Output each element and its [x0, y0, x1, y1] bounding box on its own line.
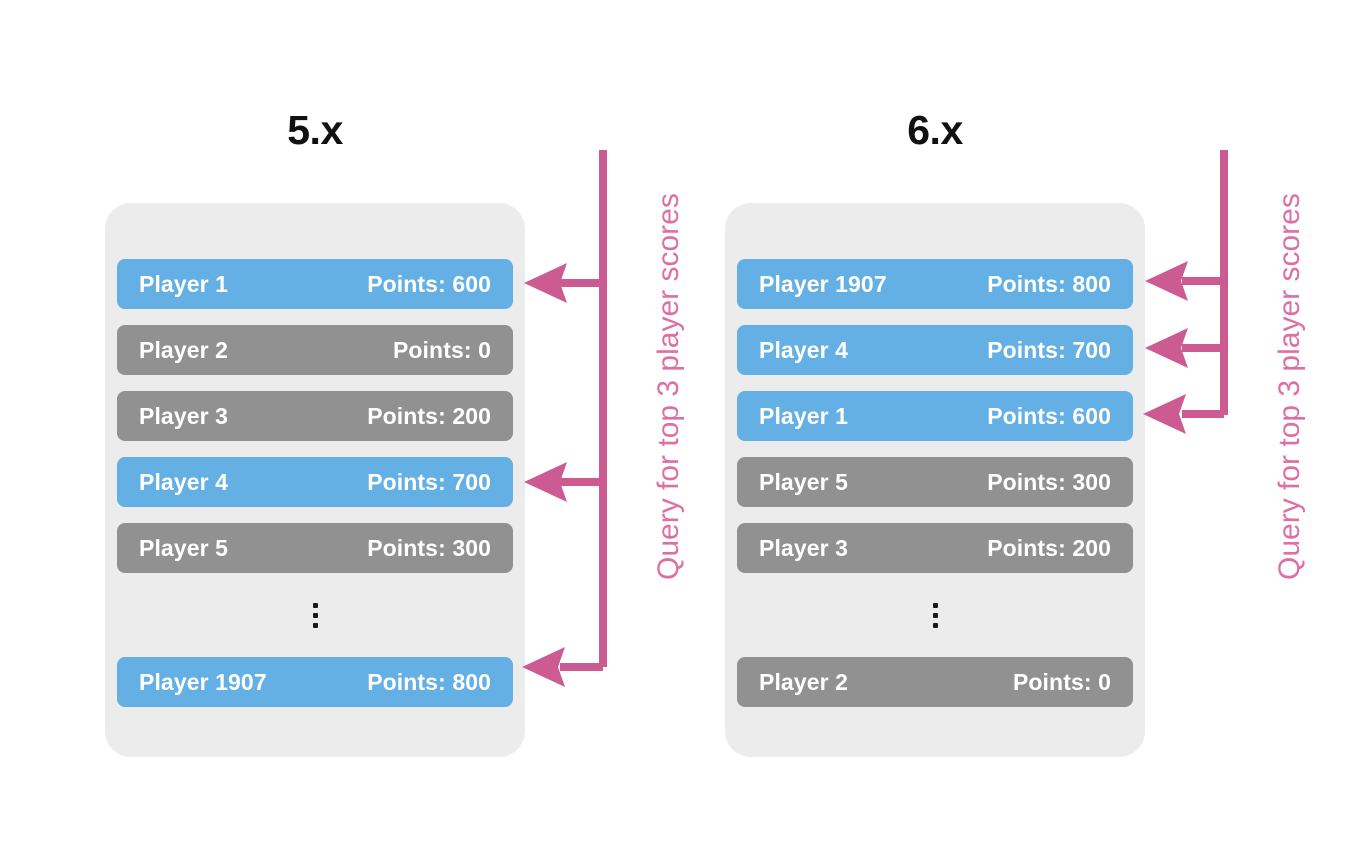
leaderboard-row[interactable]: Player 1907 Points: 800: [117, 657, 513, 707]
ellipsis-dot: [312, 612, 318, 618]
leaderboard-row[interactable]: Player 2 Points: 0: [737, 657, 1133, 707]
panel-version-6x: 6.x Player 1907 Points: 800 Player 4 Poi…: [725, 110, 1145, 757]
player-points: Points: 700: [987, 336, 1111, 363]
arrow-head-icon: [1145, 328, 1188, 368]
player-points: Points: 200: [367, 402, 491, 429]
arrow-head-icon: [1143, 394, 1186, 434]
leaderboard-row[interactable]: Player 1 Points: 600: [737, 391, 1133, 441]
player-points: Points: 300: [987, 468, 1111, 495]
arrow-head-icon: [524, 263, 567, 303]
player-name: Player 1: [759, 402, 849, 429]
panel-version-5x: 5.x Player 1 Points: 600 Player 2 Points…: [105, 110, 525, 757]
player-points: Points: 200: [987, 534, 1111, 561]
player-points: Points: 0: [392, 336, 491, 363]
player-name: Player 4: [139, 468, 229, 495]
player-points: Points: 700: [367, 468, 491, 495]
panel-title-6x: 6.x: [907, 107, 963, 153]
leaderboard-row[interactable]: Player 3 Points: 200: [737, 523, 1133, 573]
panel-title-5x: 5.x: [287, 107, 343, 153]
leaderboard-row[interactable]: Player 4 Points: 700: [737, 325, 1133, 375]
leaderboard-row[interactable]: Player 1907 Points: 800: [737, 259, 1133, 309]
leaderboard-row[interactable]: Player 1 Points: 600: [117, 259, 513, 309]
player-name: Player 5: [759, 468, 849, 495]
player-points: Points: 800: [367, 668, 491, 695]
player-name: Player 5: [139, 534, 229, 561]
ellipsis-dot: [932, 612, 938, 618]
player-points: Points: 600: [367, 270, 491, 297]
player-points: Points: 600: [987, 402, 1111, 429]
annotation-label-6x: Query for top 3 player scores: [1273, 193, 1306, 580]
leaderboard-card-6x: Player 1907 Points: 800 Player 4 Points:…: [725, 203, 1145, 757]
leaderboard-row[interactable]: Player 5 Points: 300: [737, 457, 1133, 507]
arrow-head-icon: [522, 647, 565, 687]
leaderboard-row[interactable]: Player 4 Points: 700: [117, 457, 513, 507]
player-name: Player 2: [139, 336, 229, 363]
player-name: Player 2: [759, 668, 849, 695]
arrow-head-icon: [524, 462, 567, 502]
ellipsis-dot: [312, 622, 318, 628]
player-name: Player 4: [759, 336, 849, 363]
vertical-ellipsis-icon: [117, 589, 513, 641]
ellipsis-dot: [312, 602, 318, 608]
player-name: Player 3: [139, 402, 229, 429]
arrow-head-icon: [1145, 261, 1188, 301]
leaderboard-row[interactable]: Player 5 Points: 300: [117, 523, 513, 573]
player-name: Player 3: [759, 534, 849, 561]
leaderboard-row[interactable]: Player 3 Points: 200: [117, 391, 513, 441]
ellipsis-dot: [932, 622, 938, 628]
player-points: Points: 300: [367, 534, 491, 561]
ellipsis-dot: [932, 602, 938, 608]
leaderboard-card-5x: Player 1 Points: 600 Player 2 Points: 0 …: [105, 203, 525, 757]
leaderboard-row[interactable]: Player 2 Points: 0: [117, 325, 513, 375]
vertical-ellipsis-icon: [737, 589, 1133, 641]
player-name: Player 1907: [759, 270, 887, 297]
player-points: Points: 800: [987, 270, 1111, 297]
player-name: Player 1: [139, 270, 229, 297]
player-points: Points: 0: [1012, 668, 1111, 695]
player-name: Player 1907: [139, 668, 267, 695]
